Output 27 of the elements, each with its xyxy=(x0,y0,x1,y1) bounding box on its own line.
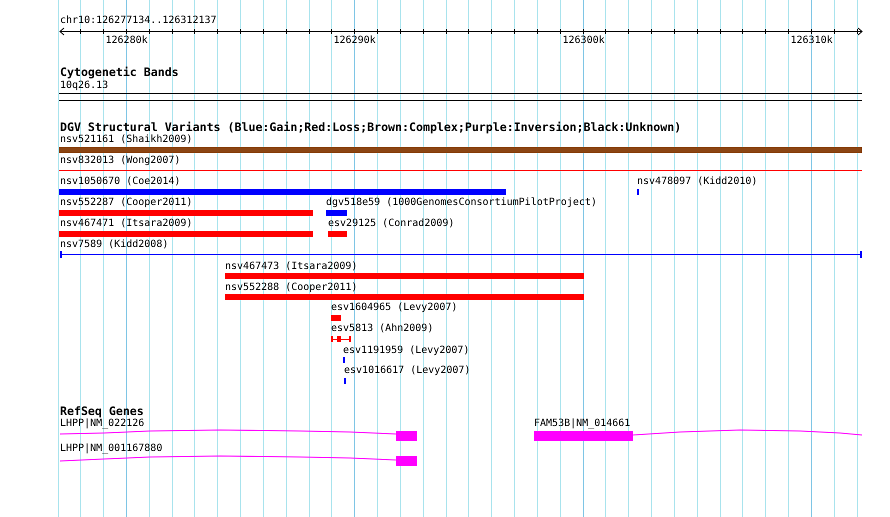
track-title: DGV Structural Variants (Blue:Gain;Red:Loss;Brown:Complex;Purple:Inversion;Black:Unknown) xyxy=(60,121,682,133)
tick-label: 126300k xyxy=(562,36,605,46)
variant-label: esv1016617 (Levy2007) xyxy=(344,366,470,376)
variant-label: nsv478097 (Kidd2010) xyxy=(637,176,758,186)
variant-label: nsv467473 (Itsara2009) xyxy=(225,262,358,272)
variant-label: nsv521161 (Shaikh2009) xyxy=(60,134,192,144)
variant-label: nsv832013 (Wong2007) xyxy=(60,156,180,166)
tick-label: 126290k xyxy=(334,36,376,46)
track-title: RefSeq Genes xyxy=(60,405,144,417)
gene-label: LHPP|NM_022126 xyxy=(60,418,144,428)
tick-label: 126310k xyxy=(790,36,833,46)
variant-label: nsv1050670 (Coe2014) xyxy=(60,176,180,186)
variant-label: nsv467471 (Itsara2009) xyxy=(60,218,192,228)
variant-label: nsv552288 (Cooper2011) xyxy=(225,282,358,292)
gene-label: FAM53B|NM_014661 xyxy=(534,418,630,428)
variant-label: esv5813 (Ahn2009) xyxy=(331,324,434,334)
gene-label: LHPP|NM_001167880 xyxy=(60,444,162,454)
variant-label: nsv552287 (Cooper2011) xyxy=(60,198,192,208)
track-title: Cytogenetic Bands xyxy=(60,66,179,78)
variant-label: esv29125 (Conrad2009) xyxy=(328,218,454,228)
variant-label: nsv7589 (Kidd2008) xyxy=(60,240,168,250)
band-label: 10q26.13 xyxy=(60,80,108,90)
variant-label: esv1604965 (Levy2007) xyxy=(331,302,458,312)
variant-label: dgv518e59 (1000GenomesConsortiumPilotProject) xyxy=(326,198,597,208)
tick-label: 126280k xyxy=(106,36,148,46)
variant-label: esv1191959 (Levy2007) xyxy=(343,346,470,356)
region-label: chr10:126277134..126312137 xyxy=(60,16,217,26)
